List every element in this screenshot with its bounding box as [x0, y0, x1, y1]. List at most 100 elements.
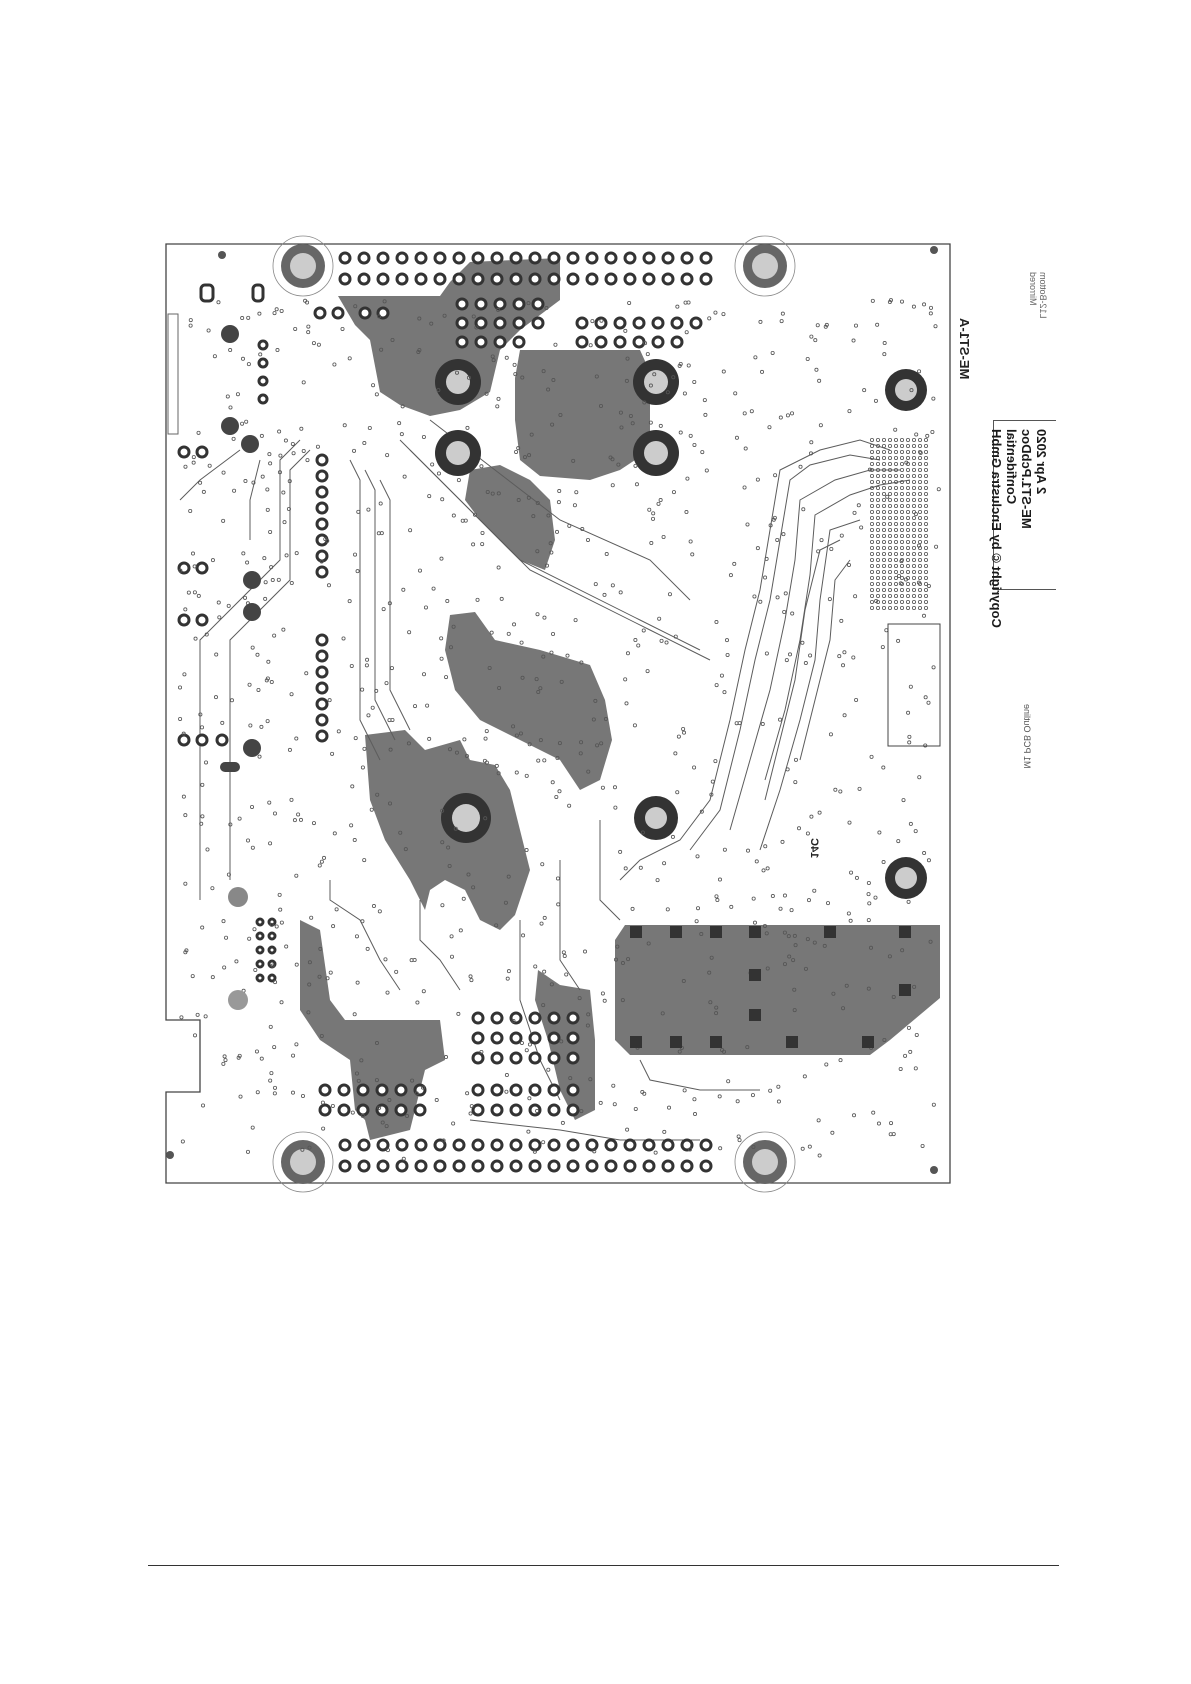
- pad: [568, 1085, 578, 1095]
- pad: [511, 1105, 521, 1115]
- via: [708, 317, 711, 320]
- via: [236, 393, 239, 396]
- via: [333, 363, 336, 366]
- via: [459, 929, 462, 932]
- via: [848, 821, 851, 824]
- via: [241, 316, 244, 319]
- via: [882, 438, 885, 441]
- pad: [701, 253, 711, 263]
- via: [906, 450, 909, 453]
- via: [452, 1122, 455, 1125]
- pad: [549, 1140, 559, 1150]
- via: [779, 907, 782, 910]
- via: [674, 752, 677, 755]
- via: [685, 331, 688, 334]
- via: [813, 889, 816, 892]
- via: [900, 438, 903, 441]
- via: [900, 498, 903, 501]
- pad: [492, 1013, 502, 1023]
- via: [759, 600, 762, 603]
- via: [937, 488, 940, 491]
- via: [882, 540, 885, 543]
- via: [497, 566, 500, 569]
- via: [870, 462, 873, 465]
- pad: [514, 299, 524, 309]
- pad: [492, 1140, 502, 1150]
- pad: [568, 253, 578, 263]
- pad: [340, 1161, 350, 1171]
- pad: [625, 274, 635, 284]
- pad: [259, 377, 267, 385]
- via: [919, 451, 922, 454]
- via: [271, 578, 274, 581]
- via: [379, 502, 382, 505]
- via: [718, 1095, 721, 1098]
- via: [243, 596, 246, 599]
- via: [781, 312, 784, 315]
- via: [270, 680, 273, 683]
- pad: [416, 1140, 426, 1150]
- via: [876, 498, 879, 501]
- via: [924, 540, 927, 543]
- pad: [197, 563, 207, 573]
- via: [247, 316, 250, 319]
- via: [876, 552, 879, 555]
- via: [771, 351, 774, 354]
- via: [877, 1122, 880, 1125]
- via: [662, 535, 665, 538]
- via: [329, 971, 332, 974]
- pad: [340, 274, 350, 284]
- via: [677, 735, 680, 738]
- via: [189, 509, 192, 512]
- pad: [492, 1085, 502, 1095]
- via: [361, 688, 364, 691]
- via: [409, 529, 412, 532]
- via: [781, 840, 784, 843]
- via: [797, 827, 800, 830]
- via: [558, 790, 561, 793]
- via: [870, 444, 873, 447]
- square-pad: [630, 926, 642, 938]
- pad: [644, 253, 654, 263]
- via: [870, 438, 873, 441]
- via: [900, 594, 903, 597]
- via: [196, 1013, 199, 1016]
- via: [275, 925, 278, 928]
- via: [525, 848, 528, 851]
- via: [894, 516, 897, 519]
- via: [266, 720, 269, 723]
- via: [256, 653, 259, 656]
- via: [201, 1104, 204, 1107]
- square-pad: [786, 1036, 798, 1048]
- square-pad: [630, 1036, 642, 1048]
- via: [365, 658, 368, 661]
- via: [853, 511, 856, 514]
- pad: [378, 1161, 388, 1171]
- via: [888, 474, 891, 477]
- via: [351, 1111, 354, 1114]
- via: [819, 424, 822, 427]
- via: [924, 486, 927, 489]
- via: [874, 896, 877, 899]
- via: [876, 540, 879, 543]
- via: [375, 393, 378, 396]
- via: [207, 329, 210, 332]
- via: [218, 616, 221, 619]
- via: [337, 730, 340, 733]
- via: [790, 909, 793, 912]
- via: [435, 1098, 438, 1101]
- pad: [416, 274, 426, 284]
- via: [894, 474, 897, 477]
- via: [634, 464, 637, 467]
- via: [912, 462, 915, 465]
- via: [906, 486, 909, 489]
- via: [291, 1091, 294, 1094]
- via: [288, 748, 291, 751]
- square-pad: [749, 926, 761, 938]
- via: [906, 552, 909, 555]
- via: [874, 399, 877, 402]
- via: [353, 838, 356, 841]
- via: [335, 908, 338, 911]
- via: [440, 637, 443, 640]
- via: [932, 666, 935, 669]
